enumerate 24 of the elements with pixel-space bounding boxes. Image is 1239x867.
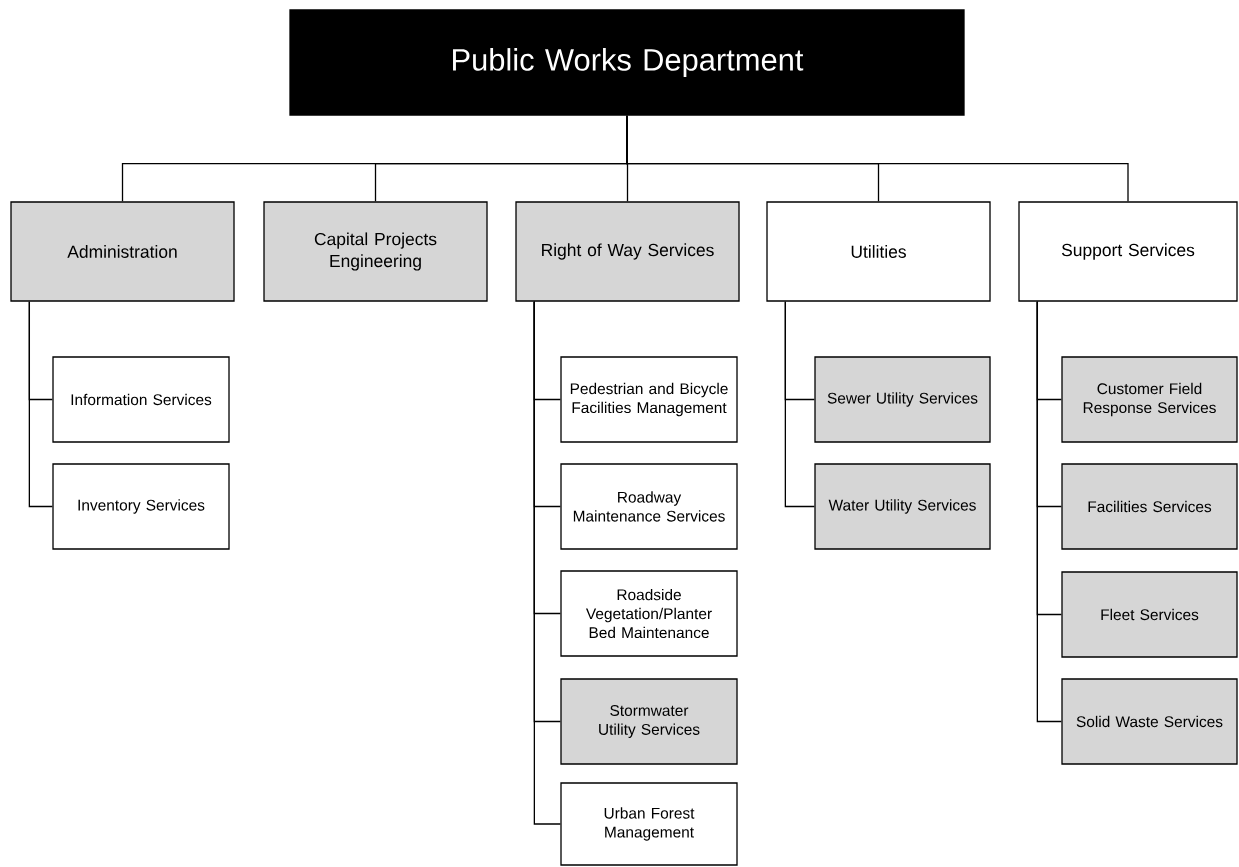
connector-line	[533, 301, 561, 825]
division-box: Support Services	[1018, 201, 1238, 302]
section-box: Water Utility Services	[814, 463, 991, 550]
department-box: Public Works Department	[289, 9, 965, 116]
division-box: Right of Way Services	[515, 201, 740, 302]
connector-line	[626, 115, 1129, 202]
connector-line	[28, 301, 53, 508]
section-box: Inventory Services	[52, 463, 230, 550]
section-box: Sewer Utility Services	[814, 356, 991, 443]
connector-line	[1036, 301, 1062, 723]
section-box: Information Services	[52, 356, 230, 443]
section-box: Stormwater Utility Services	[560, 678, 738, 765]
section-box: Fleet Services	[1061, 571, 1238, 658]
section-box: Roadside Vegetation/Planter Bed Maintenance	[560, 570, 738, 657]
division-box: Utilities	[766, 201, 991, 302]
section-box: Urban Forest Management	[560, 782, 738, 866]
section-box: Facilities Services	[1061, 463, 1238, 550]
division-box: Capital Projects Engineering	[263, 201, 488, 302]
connector-line	[784, 301, 815, 508]
section-box: Roadway Maintenance Services	[560, 463, 738, 550]
division-box: Administration	[10, 201, 235, 302]
section-box: Customer Field Response Services	[1061, 356, 1238, 443]
section-box: Solid Waste Services	[1061, 678, 1238, 765]
section-box: Pedestrian and Bicycle Facilities Management	[560, 356, 738, 443]
